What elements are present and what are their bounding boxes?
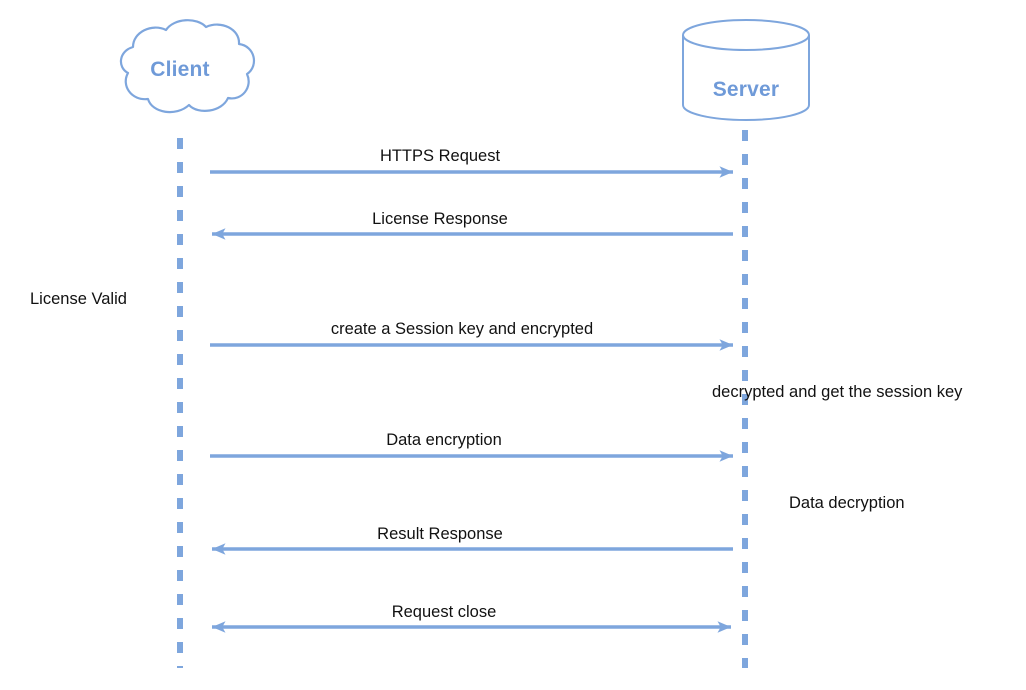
message-label-license-response: License Response bbox=[372, 210, 508, 228]
database-cylinder-icon bbox=[682, 19, 810, 122]
note-data-decryption: Data decryption bbox=[789, 494, 905, 512]
note-decrypt-session-key: decrypted and get the session key bbox=[712, 383, 963, 401]
cloud-icon bbox=[119, 19, 256, 114]
message-label-https-request: HTTPS Request bbox=[379, 147, 501, 165]
message-label-request-close: Request close bbox=[391, 603, 497, 621]
message-label-data-encryption: Data encryption bbox=[386, 431, 502, 449]
note-license-valid: License Valid bbox=[30, 290, 127, 308]
actor-label-client: Client bbox=[150, 58, 210, 81]
message-label-result-response: Result Response bbox=[377, 525, 503, 543]
actor-label-server: Server bbox=[712, 78, 780, 101]
message-label-create-session-key: create a Session key and encrypted bbox=[330, 320, 594, 338]
